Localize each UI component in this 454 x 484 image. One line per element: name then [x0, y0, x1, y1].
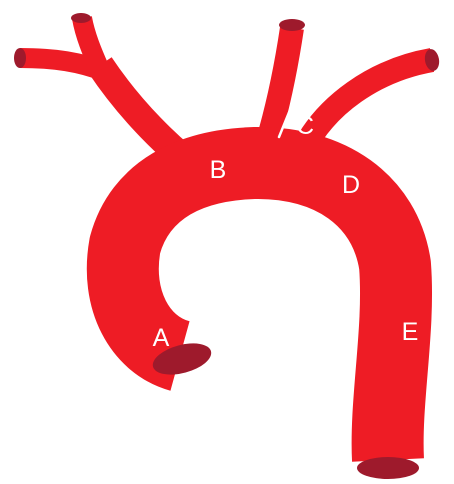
aortic-arch-illustration: A B C D E	[14, 13, 441, 479]
lumen-descending-aorta	[357, 457, 419, 479]
lumen-right-carotid	[71, 13, 91, 23]
label-e: E	[402, 318, 419, 346]
aortic-arch-main	[123, 163, 396, 460]
label-d: D	[342, 171, 360, 199]
label-a: A	[153, 324, 170, 352]
label-c: C	[296, 112, 314, 140]
lumen-right-subclavian	[14, 48, 26, 68]
label-b: B	[210, 156, 227, 184]
lumen-left-carotid	[279, 19, 305, 31]
